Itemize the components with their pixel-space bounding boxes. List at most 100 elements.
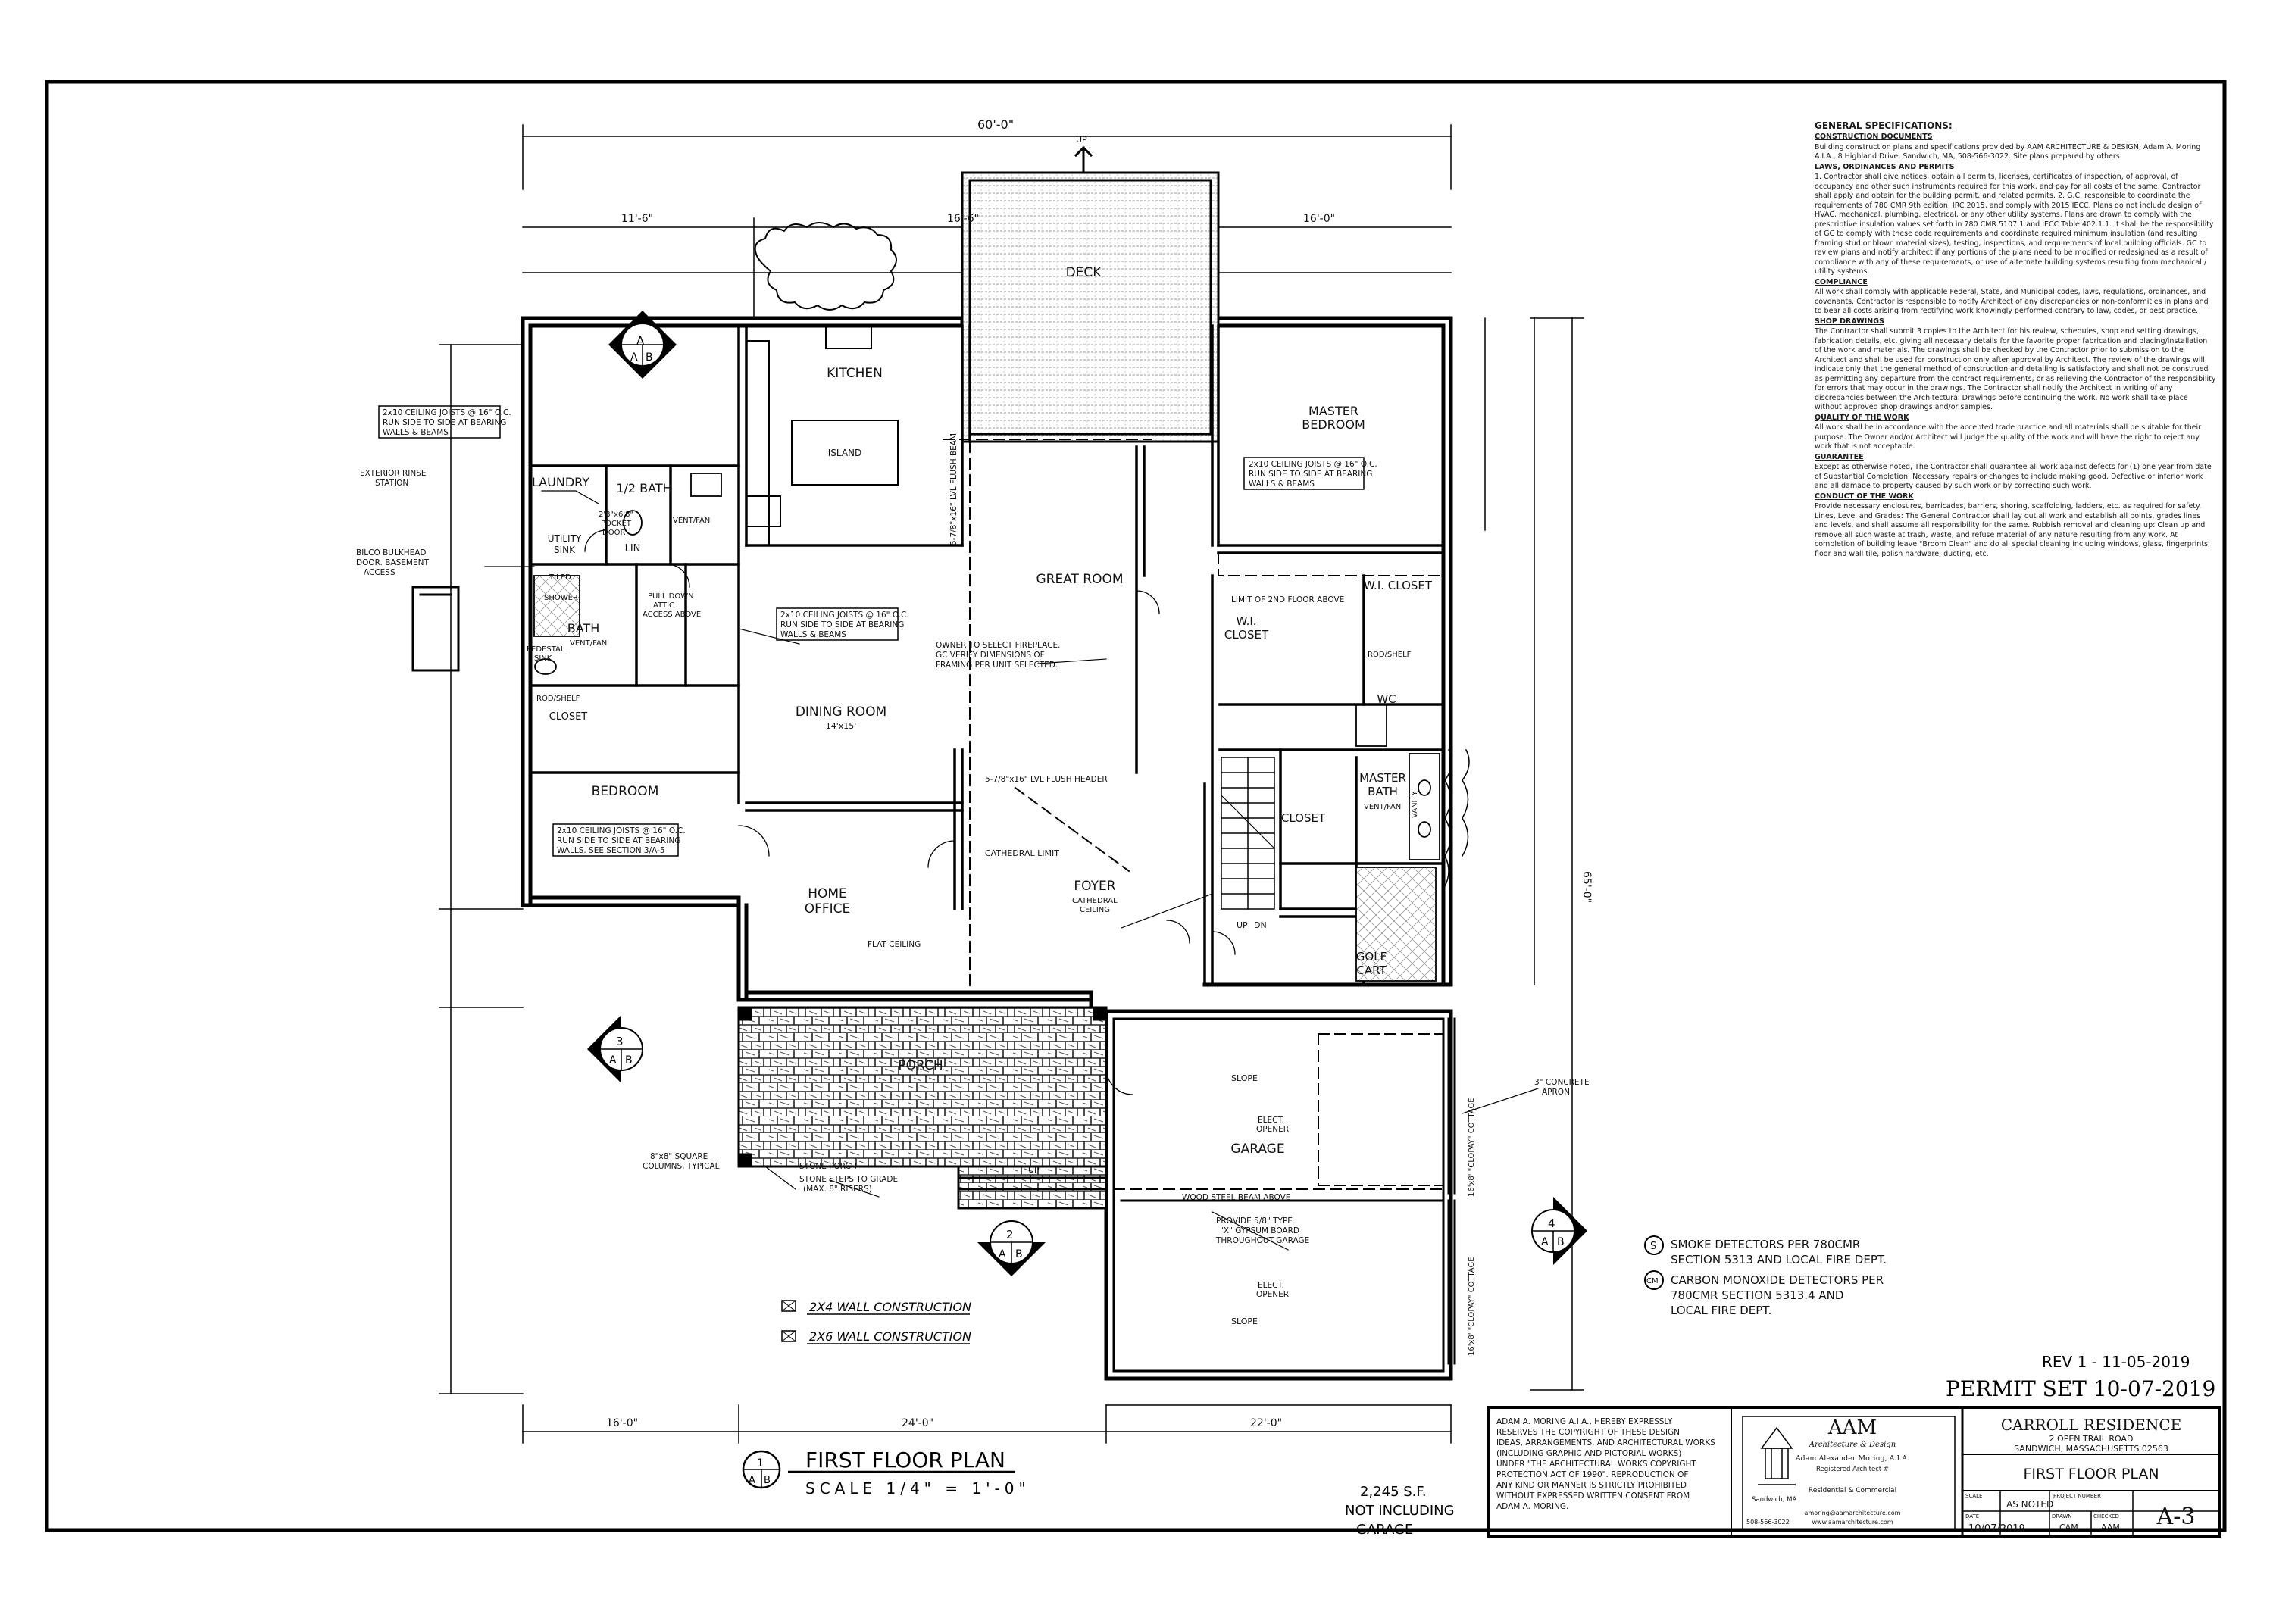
- concrete-apron-2: APRON: [1542, 1088, 1570, 1097]
- general-specifications: GENERAL SPECIFICATIONS: CONSTRUCTION DOC…: [1815, 120, 2216, 560]
- co-1: CARBON MONOXIDE DETECTORS PER: [1671, 1273, 1884, 1287]
- marker-top-b: B: [646, 351, 653, 364]
- ceiling-note-dr-1: 2x10 CEILING JOISTS @ 16" O.C.: [780, 611, 909, 620]
- bottom-dimension-lines: [522, 1404, 1452, 1444]
- provide-gyp-2: "X" GYPSUM BOARD: [1220, 1226, 1299, 1235]
- plan-title-block: FIRST FLOOR PLAN SCALE 1/4" = 1'-0" 2,24…: [805, 1353, 2215, 1538]
- marker-bottom-a: A: [999, 1248, 1006, 1260]
- copyright-6: PROTECTION ACT OF 1990". REPRODUCTION OF: [1496, 1470, 1688, 1479]
- room-master-bath-2: BATH: [1368, 785, 1398, 798]
- firm-name: AAM: [1827, 1416, 1877, 1439]
- firm-email: amoring@aamarchitecture.com: [1805, 1510, 1901, 1516]
- pedestal-1: PEDESTAL: [527, 645, 565, 654]
- top-dim-1: 11'-6": [621, 213, 653, 225]
- sheet-border: [45, 80, 2227, 1532]
- up-stairs: UP: [1237, 920, 1248, 930]
- firm-sub: Architecture & Design: [1809, 1441, 1896, 1449]
- wood-steel-beam: WOOD STEEL BEAM ABOVE: [1182, 1193, 1290, 1202]
- marker-bottom-num: 2: [1006, 1228, 1014, 1241]
- copyright-1: ADAM A. MORING A.I.A., HEREBY EXPRESSLY: [1496, 1417, 1673, 1426]
- spec-shop-heading: SHOP DRAWINGS: [1815, 317, 1884, 326]
- spec-quality-text: All work shall be in accordance with the…: [1815, 423, 2202, 451]
- section-marker-top: [608, 311, 677, 379]
- spec-laws-heading: LAWS, ORDINANCES AND PERMITS: [1815, 162, 1955, 171]
- pocket-door-1: 2'8"x6'8": [599, 511, 633, 519]
- leader-lines: [484, 490, 1539, 1251]
- garage-doors: [1120, 1017, 1456, 1365]
- floor-plan: [411, 124, 1584, 1444]
- fireplace-note-1: OWNER TO SELECT FIREPLACE.: [936, 641, 1060, 650]
- bottom-dim-2: 24'-0": [902, 1417, 933, 1429]
- scale-value: AS NOTED: [2006, 1499, 2053, 1510]
- copyright-4: (INCLUDING GRAPHIC AND PICTORIAL WORKS): [1496, 1449, 1681, 1458]
- firm-web: www.aamarchitecture.com: [1812, 1519, 1893, 1526]
- revision: REV 1 - 11-05-2019: [2042, 1353, 2190, 1371]
- area-note-3: GARAGE: [1356, 1522, 1413, 1538]
- bulkhead-1: BILCO BULKHEAD: [356, 548, 427, 557]
- legend-2x6: 2X6 WALL CONSTRUCTION: [809, 1329, 971, 1344]
- project-address-2: SANDWICH, MASSACHUSETTS 02563: [2014, 1444, 2168, 1454]
- ceiling-note-2: RUN SIDE TO SIDE AT BEARING: [383, 418, 506, 427]
- firm-registered: Registered Architect #: [1816, 1466, 1889, 1473]
- copyright-9: ADAM A. MORING.: [1496, 1502, 1568, 1511]
- detector-legend: S SMOKE DETECTORS PER 780CMR SECTION 531…: [1644, 1235, 1887, 1317]
- kitchen-shrubs: [754, 222, 897, 311]
- pull-down-1: PULL DOWN: [648, 592, 694, 601]
- right-dimension-lines: [1484, 317, 1584, 1391]
- spec-laws-text: 1. Contractor shall give notices, obtain…: [1815, 173, 2214, 276]
- marker-left-num: 3: [616, 1035, 624, 1048]
- room-half-bath: 1/2 BATH: [616, 481, 671, 495]
- spec-shop-text: The Contractor shall submit 3 copies to …: [1815, 327, 2216, 411]
- marker-top-a: A: [636, 334, 645, 348]
- ceiling-note-mb-1: 2x10 CEILING JOISTS @ 16" O.C.: [1249, 460, 1377, 469]
- spec-guarantee-heading: GUARANTEE: [1815, 452, 1864, 461]
- title-marker-num: 1: [757, 1457, 764, 1469]
- pull-down-2: ATTIC: [653, 601, 674, 610]
- slope-2: SLOPE: [1231, 1316, 1258, 1326]
- room-kitchen: KITCHEN: [827, 366, 883, 381]
- room-golf-cart-2: CART: [1356, 963, 1387, 977]
- spec-conduct-heading: CONDUCT OF THE WORK: [1815, 492, 1914, 501]
- legend-2x4: 2X4 WALL CONSTRUCTION: [809, 1300, 971, 1314]
- flush-beam: 5-7/8"x16" LVL FLUSH BEAM: [949, 433, 958, 545]
- top-dim-3: 16'-0": [1303, 213, 1335, 225]
- room-deck: DECK: [1066, 265, 1102, 280]
- section-marker-bottom: [977, 1220, 1046, 1276]
- bath-fixtures: [533, 473, 1440, 982]
- pocket-door-2: POCKET: [601, 520, 632, 528]
- title-marker: [742, 1450, 781, 1489]
- pocket-door-3: DOOR: [602, 529, 625, 537]
- drawn-label: DRAWN: [2052, 1513, 2072, 1519]
- room-home-office-1: HOME: [808, 886, 847, 901]
- copyright-5: UNDER "THE ARCHITECTURAL WORKS COPYRIGHT: [1496, 1460, 1696, 1469]
- square-columns-1: 8"x8" SQUARE: [650, 1152, 708, 1161]
- bulkhead-3: ACCESS: [364, 568, 396, 577]
- spec-compliance-heading: COMPLIANCE: [1815, 277, 1868, 286]
- stairs: [1221, 757, 1275, 910]
- exterior-rinse-1: EXTERIOR RINSE: [360, 469, 427, 478]
- rod-shelf-wi: ROD/SHELF: [1368, 651, 1412, 659]
- sheet-title: FIRST FLOOR PLAN: [2023, 1466, 2159, 1482]
- spec-conduct-text: Provide necessary enclosures, barricades…: [1815, 502, 2211, 558]
- ceiling-note-dr-3: WALLS & BEAMS: [780, 630, 846, 639]
- room-garage: GARAGE: [1230, 1141, 1284, 1157]
- ceiling-note-3: WALLS & BEAMS: [383, 428, 449, 437]
- note-boxes: [378, 405, 1365, 857]
- spec-construction-heading: CONSTRUCTION DOCUMENTS: [1815, 133, 1933, 141]
- marker-right-a: A: [1541, 1236, 1549, 1248]
- marker-bottom-b: B: [1015, 1248, 1023, 1260]
- flush-header: 5-7/8"x16" LVL FLUSH HEADER: [985, 775, 1108, 784]
- area-note-1: 2,245 S.F.: [1360, 1484, 1427, 1500]
- title-block: [1487, 1406, 2221, 1538]
- firm-type: Residential & Commercial: [1809, 1487, 1896, 1494]
- left-bump-out: [411, 586, 460, 672]
- co-symbol: CM: [1646, 1277, 1659, 1285]
- fireplace-note-2: GC VERIFY DIMENSIONS OF: [936, 651, 1045, 660]
- tile-shower-3: SHOWER: [544, 594, 578, 602]
- smoke-2: SECTION 5313 AND LOCAL FIRE DEPT.: [1671, 1253, 1887, 1266]
- up-porch: UP: [1028, 1165, 1040, 1175]
- fireplace-note-3: FRAMING PER UNIT SELECTED.: [936, 661, 1058, 670]
- cathedral-ceiling-2: CEILING: [1080, 906, 1110, 914]
- dashed-lines: [943, 439, 1444, 1190]
